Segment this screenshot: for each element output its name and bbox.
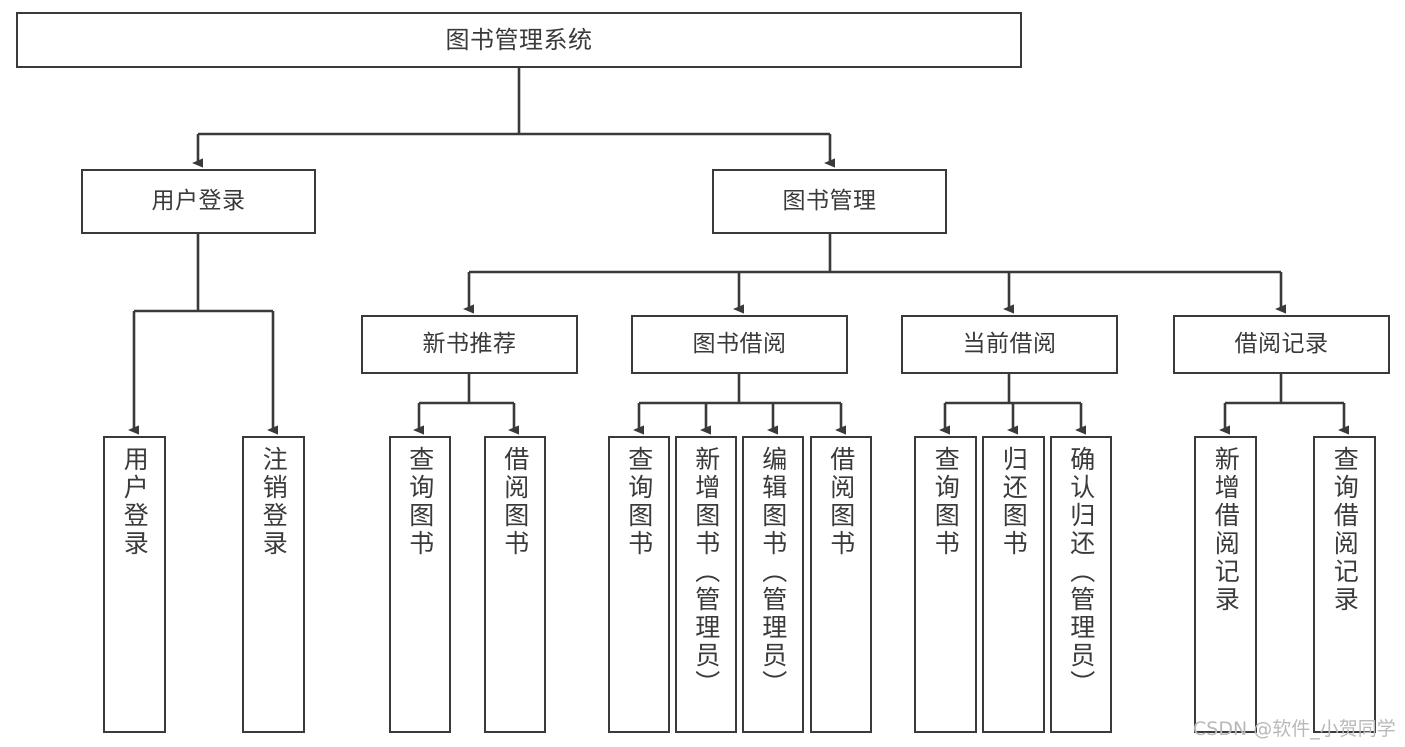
node-leaf-borrow-book[interactable]: 借阅图书 [810, 436, 872, 733]
node-leaf-return-book[interactable]: 归还图书 [982, 436, 1045, 733]
node-leaf-add-borrow-record[interactable]: 新增借阅记录 [1194, 436, 1257, 733]
node-leaf-borrow-book-new[interactable]: 借阅图书 [484, 436, 546, 733]
node-label: 归还图书 [999, 446, 1029, 558]
node-user-login[interactable]: 用户登录 [81, 169, 316, 234]
node-label: 查询图书 [931, 446, 961, 558]
node-current-borrow[interactable]: 当前借阅 [901, 315, 1118, 374]
node-label: 注销登录 [259, 446, 289, 558]
node-label: 图书管理 [782, 187, 877, 214]
node-leaf-user-login[interactable]: 用户登录 [103, 436, 166, 733]
node-label: 确认归还（管理员） [1066, 446, 1096, 698]
node-label: 新书推荐 [422, 330, 517, 357]
node-label: 借阅记录 [1234, 330, 1329, 357]
node-label: 用户登录 [151, 187, 246, 214]
node-new-book-recommend[interactable]: 新书推荐 [361, 315, 578, 374]
node-leaf-query-book-borrow[interactable]: 查询图书 [608, 436, 670, 733]
node-root-library-system[interactable]: 图书管理系统 [16, 12, 1022, 68]
node-book-borrow[interactable]: 图书借阅 [631, 315, 848, 374]
node-label: 借阅图书 [500, 446, 530, 558]
node-label: 查询借阅记录 [1330, 446, 1360, 614]
node-leaf-query-book-current[interactable]: 查询图书 [914, 436, 977, 733]
node-label: 图书管理系统 [445, 25, 593, 54]
csdn-watermark: CSDN @软件_小贺同学 [1193, 718, 1396, 740]
node-leaf-edit-book-admin[interactable]: 编辑图书（管理员） [742, 436, 804, 733]
node-leaf-confirm-return-admin[interactable]: 确认归还（管理员） [1050, 436, 1112, 733]
node-label: 当前借阅 [962, 330, 1057, 357]
node-label: 查询图书 [405, 446, 435, 558]
node-label: 图书借阅 [692, 330, 787, 357]
node-leaf-query-borrow-record[interactable]: 查询借阅记录 [1313, 436, 1376, 733]
node-book-management[interactable]: 图书管理 [712, 169, 947, 234]
node-label: 用户登录 [120, 446, 150, 558]
node-label: 借阅图书 [826, 446, 856, 558]
node-label: 新增图书（管理员） [691, 446, 721, 698]
node-leaf-query-book-new[interactable]: 查询图书 [389, 436, 451, 733]
node-label: 新增借阅记录 [1211, 446, 1241, 614]
node-leaf-add-book-admin[interactable]: 新增图书（管理员） [675, 436, 737, 733]
node-label: 编辑图书（管理员） [758, 446, 788, 698]
node-borrow-record[interactable]: 借阅记录 [1173, 315, 1390, 374]
node-label: 查询图书 [624, 446, 654, 558]
node-leaf-logout[interactable]: 注销登录 [242, 436, 305, 733]
